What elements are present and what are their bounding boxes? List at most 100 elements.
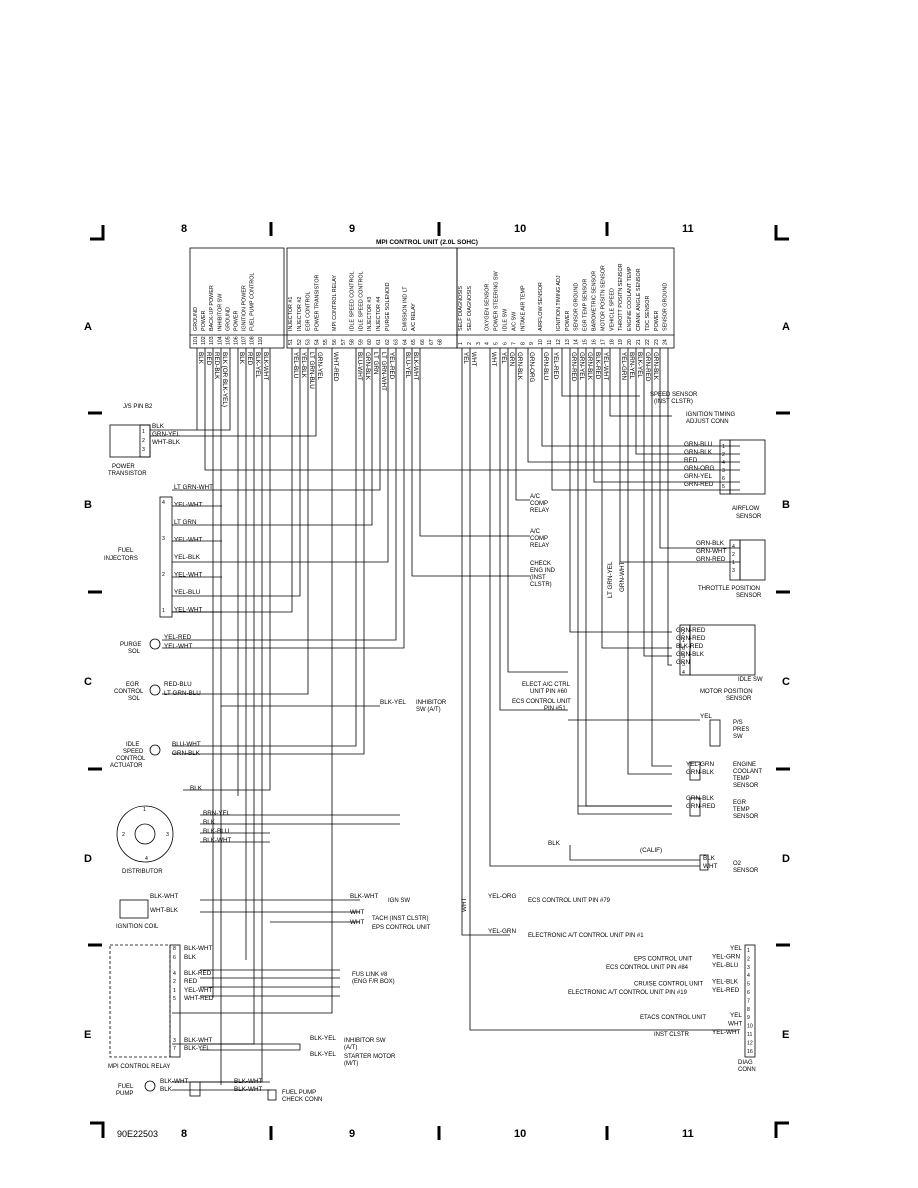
ecu-pin-right-func-17: MOTOR POSITN SENSOR	[600, 265, 606, 331]
ecu-pin-right-num-23: 23	[654, 339, 660, 345]
elect-ac-ctrl-label-2: UNIT PIN #60	[530, 689, 568, 695]
check-eng-label-1: ENG IND	[530, 568, 556, 574]
row-label-left-a: A	[84, 321, 92, 333]
ac-comp-relay-1: A/C	[530, 494, 541, 500]
corner-marks	[90, 225, 789, 1138]
ecu-pin-left-func-103: BACK-UP POWER	[209, 285, 215, 331]
ecu-pin-right-func-2: SELF DIAGNOSIS	[467, 286, 473, 331]
diag-pin-11: 11	[747, 1032, 752, 1038]
ecu-pin-mid-num-65: 65	[411, 339, 417, 345]
ecu-pin-mid-num-64: 64	[402, 339, 408, 345]
wire-top-right-2: WHT	[490, 352, 497, 366]
tach-wire: WHT	[350, 909, 364, 916]
ecs79-wire: YEL-ORG	[488, 893, 516, 900]
throttle-label: THROTTLE POSITION	[698, 586, 760, 592]
relay-wire-2: BLK-RED	[184, 970, 212, 977]
coolant-label-0: ENGINE	[733, 762, 756, 768]
ecu-pin-right-func-8: INTAKE AIR TEMP	[520, 285, 526, 331]
relay-wire-4: YEL-WHT	[184, 987, 212, 994]
coolant-wire-0: YEL-GRN	[686, 761, 714, 768]
fuel-pump-label-2: PUMP	[116, 1091, 133, 1097]
ecu-pin-right-num-7: 7	[511, 342, 517, 345]
ecu-pin-right-num-16: 16	[592, 339, 598, 345]
ecu-pin-right-func-22: TDC SENSOR	[645, 296, 651, 331]
airflow-pin-6: 6	[722, 476, 725, 482]
o2-label: O2	[733, 861, 742, 867]
ecs-pin51-label: ECS CONTROL UNIT	[512, 699, 571, 705]
relay-pin-7: 7	[173, 1046, 176, 1052]
ecu-pin-right-func-4: OXYGEN SENSOR	[485, 284, 491, 331]
relay-wire-7: BLK-YEL	[184, 1045, 210, 1052]
airflow-pin-5: 5	[722, 484, 725, 490]
diag-wire-6: YEL-RED	[712, 987, 740, 994]
ecu-pin-mid-num-53: 53	[306, 339, 312, 345]
ac-comp-relay-2: A/C	[530, 529, 541, 535]
ecu-pin-right-num-5: 5	[494, 342, 500, 345]
fuel-pump-wire-0: BLK-WHT	[160, 1078, 188, 1085]
relay-wire-3: RED	[184, 978, 198, 985]
throttle-wire-1: GRN-WHT	[696, 548, 727, 555]
relay-pin-5: 5	[173, 996, 176, 1002]
ign-timing-label: IGNITION TIMING	[686, 412, 736, 418]
wire-top-right-4: GRN	[508, 352, 515, 366]
airflow-wire-2: RED	[684, 457, 698, 464]
motor-pos-label-2: SENSOR	[726, 696, 752, 702]
wire-top-right-1: WHT	[470, 352, 477, 366]
motor-pos-wire-2: BLK-RED	[676, 643, 704, 650]
fuel-injectors-label-2: INJECTORS	[104, 556, 138, 562]
o2-calif-label: (CALIF)	[640, 847, 662, 854]
wire-top-left-4: BLK	[238, 352, 245, 365]
grn-wht-label: GRN-WHT	[619, 561, 626, 592]
idle-sw-label: IDLE SW	[738, 677, 763, 683]
airflow-wire-4: GRN-YEL	[684, 473, 712, 480]
distributor-pin-2: 2	[122, 832, 125, 838]
wire-top-mid-10: BLU-YEL	[404, 352, 411, 379]
wire-top-right-8: YEL-RED	[552, 352, 559, 380]
ecu-pin-mid-func-64: EMISSION IND LT	[402, 286, 408, 331]
wire-top-mid-1: YEL-BLK	[300, 352, 307, 379]
ecu-pin-left-num-110: 110	[258, 337, 264, 345]
ign-sw-wire: BLK-WHT	[350, 893, 378, 900]
ecu-pin-left-num-105: 105	[225, 336, 231, 345]
ecu-pin-mid-func-54: POWER TRANSISTOR	[314, 274, 320, 331]
ignition-coil-label: IGNITION COIL	[116, 924, 159, 930]
component-labels: J/S PIN B2POWERTRANSISTOR123BLKGRN-YELWH…	[104, 392, 763, 1103]
tach-label: TACH (INST CLSTR)	[372, 916, 428, 922]
col-label-top-8: 8	[181, 223, 187, 235]
fuel-pump-wire-1: BLK	[160, 1086, 173, 1093]
wire-top-mid-11: BLK-WHT	[412, 352, 419, 380]
ecu-pin-left-num-104: 104	[217, 336, 223, 345]
starter-label: STARTER MOTOR	[344, 1054, 396, 1060]
ecu-pin-mid-num-51: 51	[288, 339, 294, 345]
starter-wire: BLK-YEL	[310, 1051, 336, 1058]
ecu-pin-right-num-18: 18	[609, 339, 615, 345]
ps-pres-wire: YEL	[700, 713, 712, 720]
egr-temp-label-1: TEMP	[733, 807, 750, 813]
wiring	[150, 348, 740, 1091]
ecu-pin-right-func-24: SENSOR GROUND	[663, 283, 669, 331]
motor-pos-pin-2: 2	[682, 630, 685, 636]
ecu-pin-right-num-1: 1	[458, 342, 464, 345]
fus-link-label: FUS LINK #8	[352, 972, 388, 978]
motor-pos-pin-1: 1	[682, 638, 685, 644]
o2-blk-ground: BLK	[548, 840, 561, 847]
fuel-pump-check-label-2: CHECK CONN	[282, 1097, 322, 1103]
power-transistor-wire-1: GRN-YEL	[152, 431, 180, 438]
row-label-left-b: B	[84, 499, 92, 511]
relay-wire-6: BLK-WHT	[184, 1037, 212, 1044]
ecu-pin-right-num-20: 20	[627, 339, 633, 345]
diag-wire-1: YEL	[730, 945, 742, 952]
col-label-bottom-11: 11	[682, 1128, 694, 1140]
ecu-pin-mid-func-61: INJECTOR #4	[376, 297, 382, 331]
row-label-left-c: C	[84, 676, 92, 688]
ps-pres-label-3: SW	[733, 734, 743, 740]
ecu-pin-mid-num-66: 66	[420, 339, 426, 345]
ecu-pin-mid-num-54: 54	[314, 339, 320, 345]
ecu-pin-left-num-101: 101	[193, 336, 199, 345]
wire-top-right-10: GRN-YEL	[578, 352, 585, 380]
relay-pin-8: 8	[173, 946, 176, 952]
o2-wire-0: BLK	[703, 855, 716, 862]
row-label-right-d: D	[782, 853, 790, 865]
wire-top-right-3: YEL	[500, 352, 507, 364]
inhibitor-sw-at2-label-2: (A/T)	[344, 1045, 357, 1051]
